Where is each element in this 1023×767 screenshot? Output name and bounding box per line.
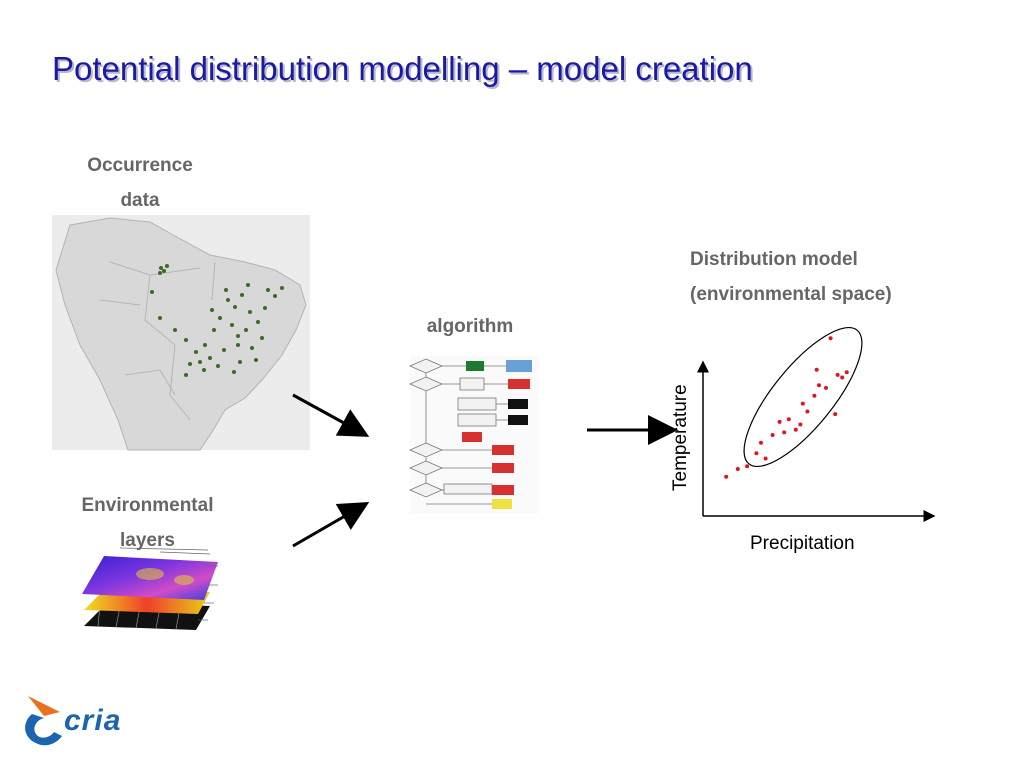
environmental-label-line2: layers: [120, 530, 175, 551]
cria-logo: cria: [18, 692, 158, 752]
model-ellipse: [743, 326, 863, 468]
scatter-point: [824, 385, 828, 390]
scatter-point: [798, 422, 803, 427]
cria-logo-mark: [25, 696, 62, 746]
occurrence-label-line2: data: [120, 190, 160, 211]
scatter-point: [724, 474, 729, 479]
scatter-point: [735, 467, 740, 471]
distribution-chart: [697, 326, 936, 522]
scatter-point: [777, 419, 782, 424]
scatter-point: [835, 372, 840, 377]
scatter-point: [828, 336, 833, 341]
scatter-point: [745, 464, 750, 469]
scatter-point: [805, 409, 810, 414]
scatter-point: [817, 383, 821, 388]
environmental-layers-label: Environmental layers: [55, 488, 240, 558]
scatter-point: [759, 440, 763, 445]
environmental-layers-image: [82, 547, 218, 630]
algorithm-label: algorithm: [426, 316, 514, 337]
scatter-point: [770, 433, 775, 437]
scatter-point: [844, 370, 849, 375]
scatter-point: [793, 427, 798, 432]
scatter-point: [812, 393, 817, 398]
arrow-occurrence-to-algorithm: [292, 393, 370, 437]
x-axis-label: Precipitation: [750, 533, 855, 554]
scatter-point: [786, 417, 791, 422]
scatter-point: [782, 430, 787, 435]
page-title: Potential distribution modelling – model…: [52, 50, 753, 87]
scatter-points: [724, 336, 849, 479]
arrow-layers-to-algorithm: [292, 501, 370, 548]
model-label-line2: (environmental space): [690, 284, 892, 305]
scatter-point: [814, 367, 819, 372]
y-axis-label: Temperature: [670, 384, 691, 491]
scatter-point: [833, 412, 838, 417]
scatter-point: [840, 375, 845, 380]
scatter-point: [800, 401, 805, 406]
map-borders: [99, 261, 216, 421]
map-land: [55, 217, 307, 451]
cria-logo-text: cria: [64, 704, 122, 737]
model-label-line1: Distribution model: [690, 249, 858, 270]
occurrence-label-line1: Occurrence: [87, 155, 193, 176]
occurrence-map: [52, 215, 310, 451]
scatter-point: [763, 456, 768, 461]
occurrence-points: [150, 264, 284, 377]
scatter-point: [754, 451, 759, 456]
algorithm-flowchart: [409, 356, 538, 514]
occurrence-data-label: Occurrence data: [60, 148, 220, 218]
environmental-label-line1: Environmental: [81, 495, 214, 516]
distribution-model-label: Distribution model (environmental space): [690, 242, 950, 312]
